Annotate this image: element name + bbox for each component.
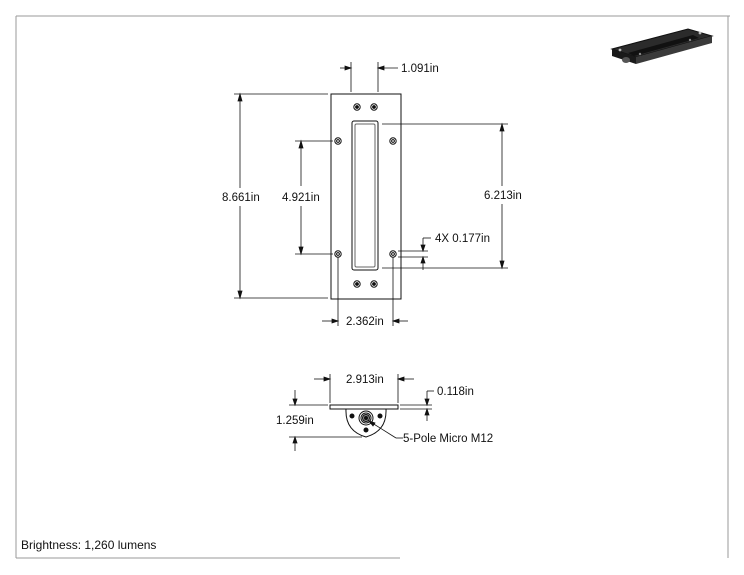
- screw-holes-top: [353, 103, 378, 111]
- dim-overall-height: 1.259in: [276, 415, 314, 427]
- dim-overall-width: 2.913in: [346, 374, 384, 386]
- dim-hole-spacing-width: 2.362in: [346, 316, 384, 328]
- dim-hole-diameter: 4X 0.177in: [435, 233, 490, 245]
- sheet-border: [15, 15, 730, 559]
- end-view: [329, 404, 399, 438]
- dimension-lines-end: [289, 374, 434, 451]
- flange-plate: [329, 404, 399, 410]
- dim-slot-length: 4.921in: [282, 192, 320, 204]
- mounting-holes: [334, 137, 397, 258]
- dim-hole-spacing-length: 6.213in: [484, 190, 522, 202]
- isometric-view: [610, 28, 714, 64]
- brightness-note: Brightness: 1,260 lumens: [21, 538, 157, 552]
- callout-connector: 5-Pole Micro M12: [403, 433, 493, 445]
- dim-overall-length: 8.661in: [222, 192, 260, 204]
- plate-outline: [330, 93, 402, 300]
- front-view: [330, 93, 402, 300]
- dimension-lines-front: [234, 62, 508, 326]
- screw-holes-bottom: [353, 280, 378, 288]
- lens-slot: [351, 120, 379, 271]
- dim-slot-width: 1.091in: [401, 63, 439, 75]
- dim-plate-thickness: 0.118in: [437, 386, 474, 398]
